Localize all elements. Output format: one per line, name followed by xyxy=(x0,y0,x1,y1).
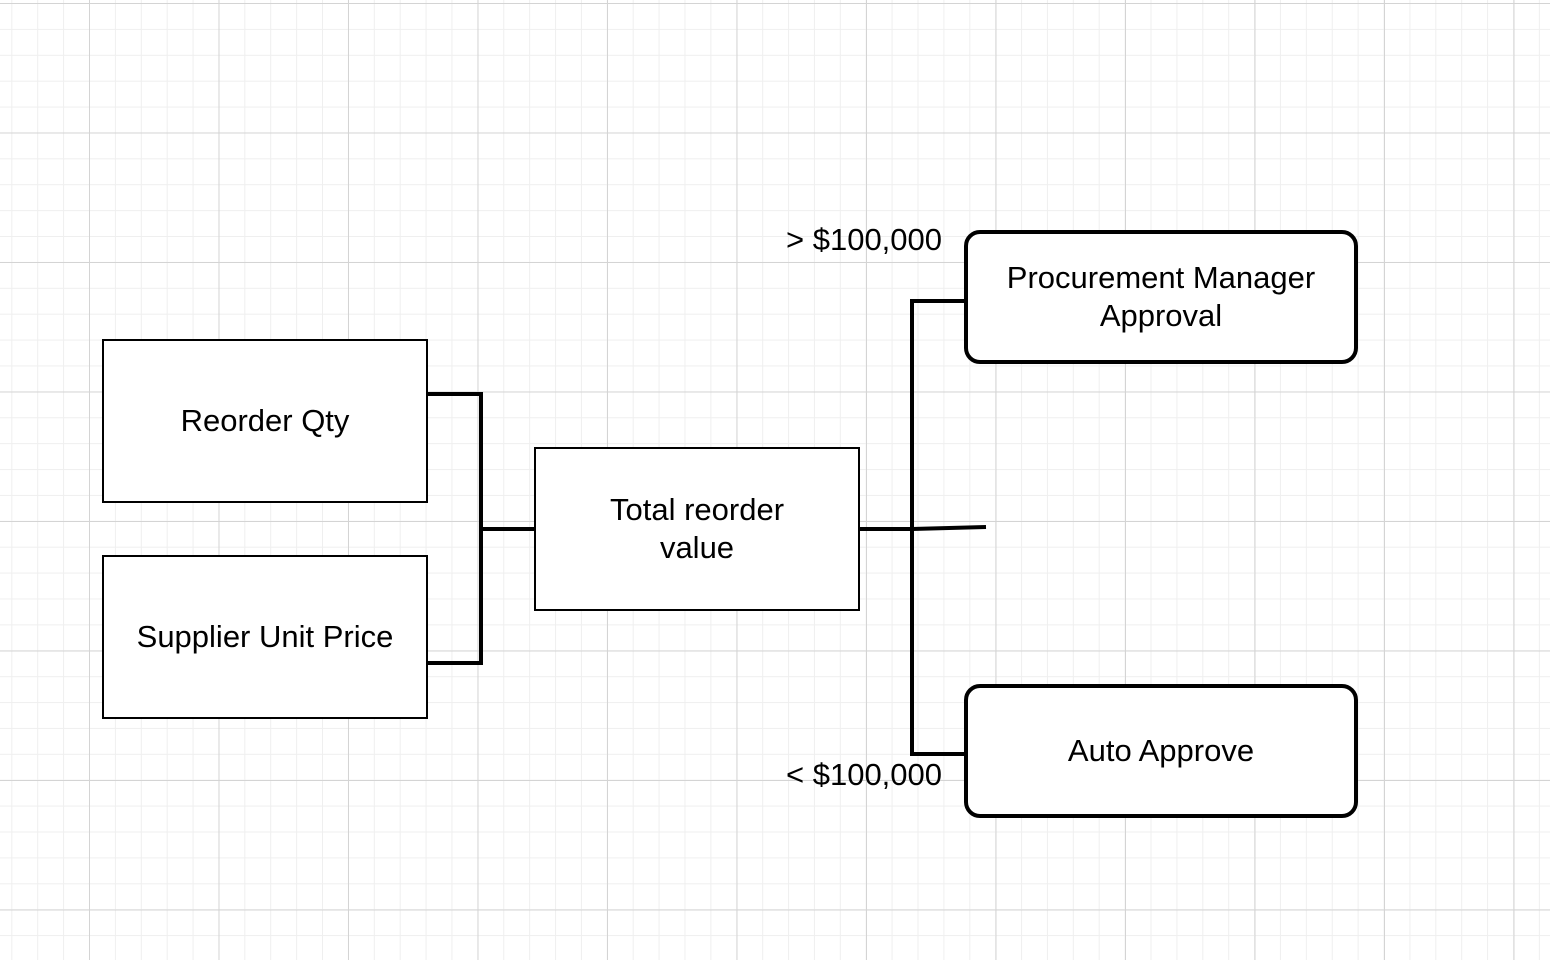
procurement-manager-approval-box[interactable]: Procurement Manager Approval xyxy=(964,230,1358,364)
reorder-qty-box[interactable]: Reorder Qty xyxy=(102,339,428,503)
connector-total-to-auto-approve xyxy=(910,529,966,756)
connector-dangling-stub xyxy=(911,525,987,531)
reorder-qty-label: Reorder Qty xyxy=(180,403,350,438)
connector-reorder-qty-to-total xyxy=(427,392,535,531)
auto-approve-box[interactable]: Auto Approve xyxy=(964,684,1358,818)
supplier-unit-price-box[interactable]: Supplier Unit Price xyxy=(102,555,428,719)
edge-label-above-threshold: > $100,000 xyxy=(786,222,943,257)
edge-label-below-threshold: < $100,000 xyxy=(786,757,943,792)
supplier-unit-price-label: Supplier Unit Price xyxy=(136,619,394,654)
connector-supplier-price-to-total xyxy=(427,529,483,665)
auto-approve-label: Auto Approve xyxy=(1067,733,1255,768)
procurement-manager-approval-label: Procurement Manager Approval xyxy=(1006,260,1316,333)
total-reorder-value-box[interactable]: Total reorder value xyxy=(534,447,860,611)
total-reorder-value-label: Total reorder value xyxy=(609,492,785,565)
connector-total-to-procurement-approval xyxy=(858,299,966,531)
